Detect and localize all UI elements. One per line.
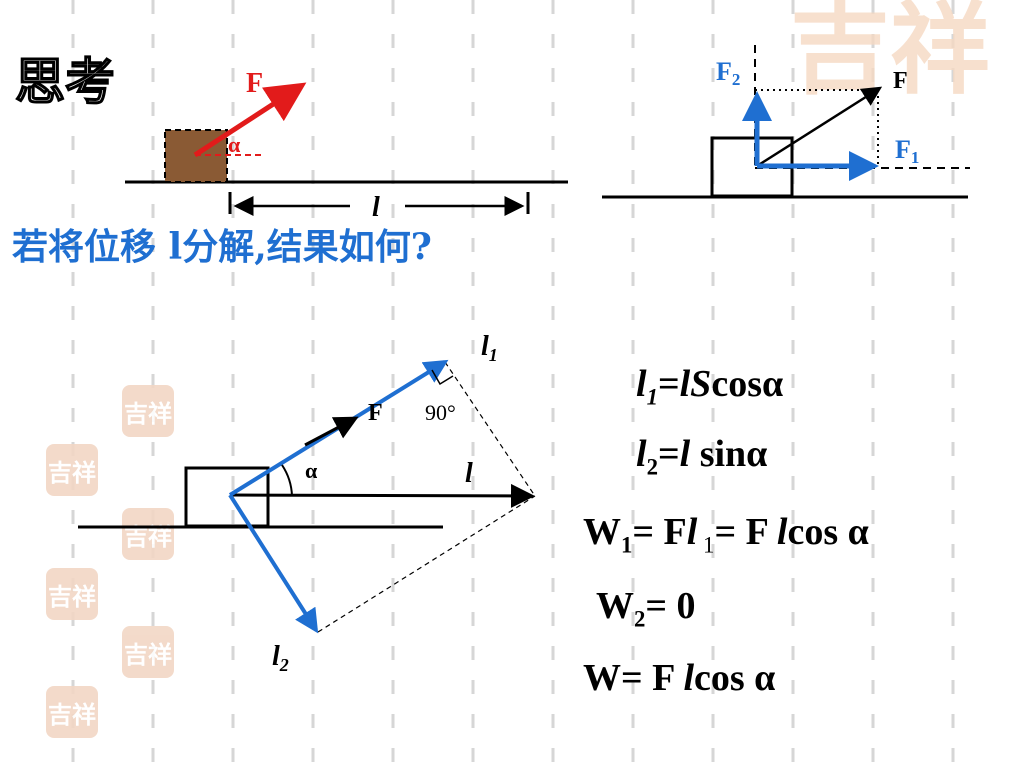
angle-label: α [305,458,318,483]
force-f1-label: F1 [895,135,919,167]
dashed-line-l1-to-l [444,361,536,497]
page-title: 思考 [14,52,116,112]
displacement-l2-label: l2 [272,641,289,675]
watermark-stamp: 吉祥 [46,444,98,496]
watermark-stamp: 吉祥 [46,568,98,620]
watermark-stamp: 吉祥 [46,686,98,738]
formula-w1: W1= Fl 1= F lcos α [583,511,869,558]
formula-l2: l2=l sinα [636,433,768,480]
angle-arc [281,464,293,497]
displacement-l-arrow [229,483,535,508]
force-f-label: F [368,400,383,426]
bottom-diagram: α 90° F l l1 l2 [78,331,536,675]
angle-label: α [228,132,241,157]
right-angle-mark [431,369,454,386]
watermark-stamp: 吉祥 [122,385,174,437]
question-text: 若将位移 l分解,结果如何? [12,226,432,268]
top-left-diagram: F α l [125,68,568,223]
formula-w2: W2= 0 [596,585,696,632]
force-label: F [246,68,263,99]
displacement-l1-label: l1 [481,331,498,365]
top-right-diagram: F F2 F1 [602,45,970,199]
force-f2-label: F2 [716,57,740,89]
right-angle-label: 90° [425,400,456,425]
watermark-stamp: 吉祥 [122,626,174,678]
displacement-label: l [372,192,380,223]
watermark-large: 吉祥 [790,0,990,108]
block [184,466,270,528]
formula-w: W= F lcos α [583,657,776,699]
force-f-label: F [893,68,908,94]
force-arrow [193,82,307,158]
force-f-arrow [756,86,883,168]
formula-l1: l1=lScosα [636,363,784,410]
force-f-arrow [304,416,359,447]
displacement-l-label: l [465,458,473,489]
dashed-line-l2-to-l [317,495,536,633]
displacement-l2-arrow [228,493,319,634]
